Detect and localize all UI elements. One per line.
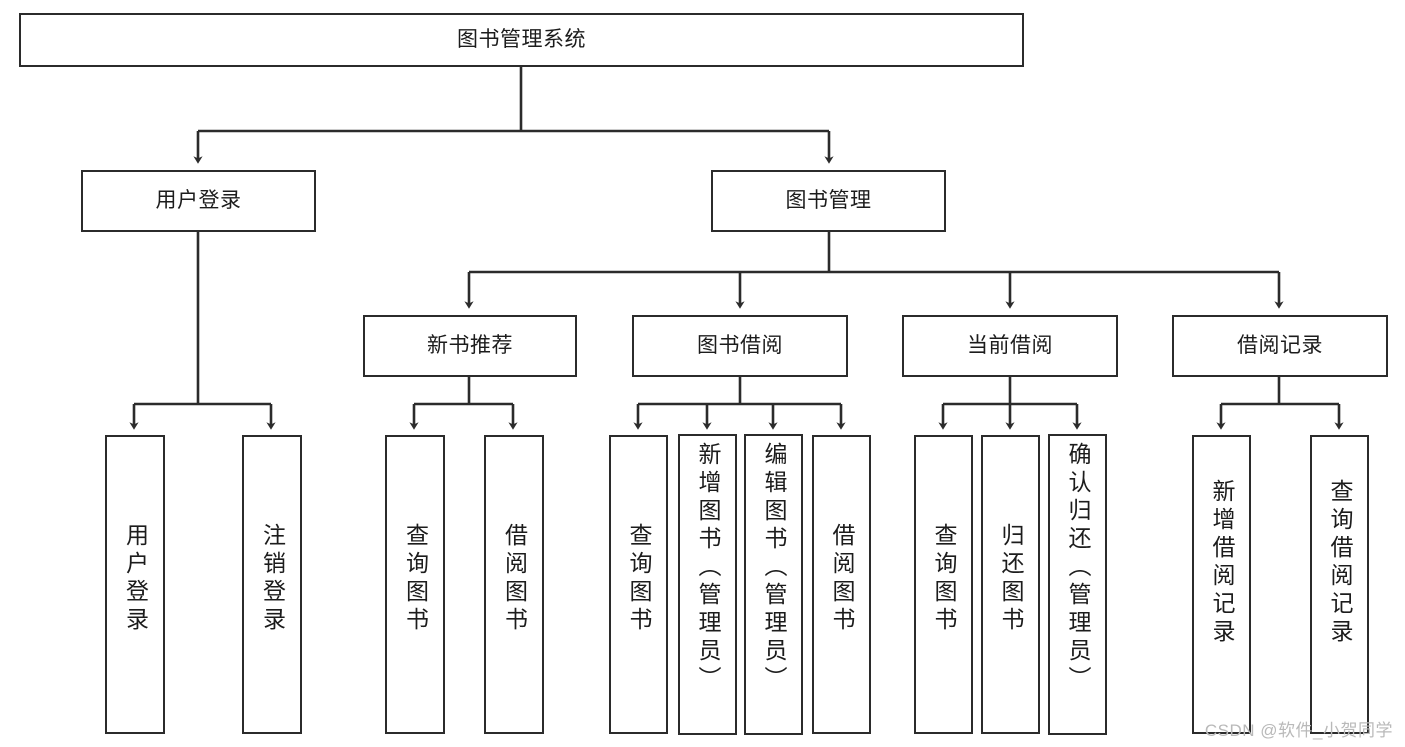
leaf-add-record-label: 新增借阅记录 xyxy=(1209,479,1235,647)
leaf-query-book-2[interactable]: 查询图书 xyxy=(609,435,668,734)
leaf-query-record-label: 查询借阅记录 xyxy=(1327,479,1353,647)
leaf-user-login-label: 用户登录 xyxy=(122,523,149,635)
node-new-book-recommend-label: 新书推荐 xyxy=(427,333,513,357)
watermark: CSDN @软件_小贺同学 xyxy=(1204,721,1393,740)
node-borrow-record-label: 借阅记录 xyxy=(1237,333,1323,357)
leaf-query-book-1-label: 查询图书 xyxy=(402,523,429,635)
leaf-borrow-book-2[interactable]: 借阅图书 xyxy=(812,435,871,734)
leaf-add-record[interactable]: 新增借阅记录 xyxy=(1192,435,1251,734)
leaf-add-book[interactable]: 新增图书（管理员） xyxy=(678,434,737,735)
node-borrow-record[interactable]: 借阅记录 xyxy=(1172,315,1388,377)
node-user-login[interactable]: 用户登录 xyxy=(81,170,316,232)
node-root[interactable]: 图书管理系统 xyxy=(19,13,1024,67)
node-root-label: 图书管理系统 xyxy=(457,27,586,51)
leaf-logout-label: 注销登录 xyxy=(259,523,286,635)
leaf-return-book-label: 归还图书 xyxy=(998,523,1024,635)
node-book-borrow[interactable]: 图书借阅 xyxy=(632,315,848,377)
leaf-add-book-label: 新增图书（管理员） xyxy=(695,442,721,694)
leaf-edit-book[interactable]: 编辑图书（管理员） xyxy=(744,434,803,735)
leaf-logout[interactable]: 注销登录 xyxy=(242,435,302,734)
leaf-borrow-book-1[interactable]: 借阅图书 xyxy=(484,435,544,734)
leaf-user-login[interactable]: 用户登录 xyxy=(105,435,165,734)
leaf-confirm-return[interactable]: 确认归还（管理员） xyxy=(1048,434,1107,735)
leaf-query-book-3[interactable]: 查询图书 xyxy=(914,435,973,734)
leaf-query-book-1[interactable]: 查询图书 xyxy=(385,435,445,734)
leaf-confirm-return-label: 确认归还（管理员） xyxy=(1065,442,1091,694)
node-current-borrow[interactable]: 当前借阅 xyxy=(902,315,1118,377)
leaf-query-record[interactable]: 查询借阅记录 xyxy=(1310,435,1369,734)
node-book-manage[interactable]: 图书管理 xyxy=(711,170,946,232)
leaf-query-book-3-label: 查询图书 xyxy=(931,523,957,635)
leaf-query-book-2-label: 查询图书 xyxy=(626,523,652,635)
node-book-manage-label: 图书管理 xyxy=(785,188,872,212)
leaf-return-book[interactable]: 归还图书 xyxy=(981,435,1040,734)
node-new-book-recommend[interactable]: 新书推荐 xyxy=(363,315,577,377)
node-current-borrow-label: 当前借阅 xyxy=(967,333,1053,357)
node-user-login-label: 用户登录 xyxy=(155,188,242,212)
node-book-borrow-label: 图书借阅 xyxy=(697,333,783,357)
leaf-edit-book-label: 编辑图书（管理员） xyxy=(761,442,787,694)
leaf-borrow-book-2-label: 借阅图书 xyxy=(829,523,855,635)
leaf-borrow-book-1-label: 借阅图书 xyxy=(501,523,528,635)
